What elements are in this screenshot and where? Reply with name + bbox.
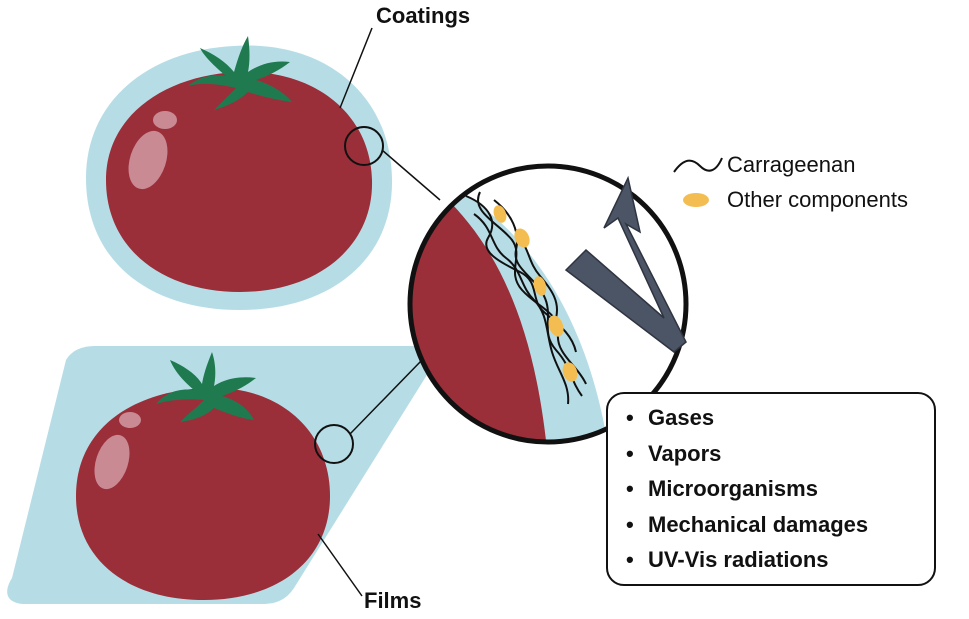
tomato-highlight bbox=[94, 434, 130, 490]
tomato-highlight bbox=[128, 130, 168, 190]
tomato-highlight bbox=[119, 412, 141, 428]
zoom-source-circle bbox=[344, 126, 384, 166]
barrier-item-label: Gases bbox=[648, 405, 715, 430]
zoom-connector-line bbox=[349, 359, 423, 435]
barrier-item: •Microorganisms bbox=[626, 476, 818, 501]
barrier-list: •Gases •Vapors •Microorganisms •Mechanic… bbox=[626, 400, 934, 578]
legend: Carrageenan Other components bbox=[673, 152, 908, 212]
zoom-connector-line bbox=[381, 149, 441, 201]
film-wrapped-tomato bbox=[7, 346, 435, 604]
barrier-item-label: Mechanical damages bbox=[648, 511, 869, 537]
zoom-source-circle bbox=[314, 424, 354, 464]
other-components-legend-label: Other components bbox=[727, 187, 908, 212]
carrageenan-legend-icon bbox=[673, 157, 723, 173]
coated-tomato bbox=[86, 36, 393, 311]
carrageenan-legend-label: Carrageenan bbox=[727, 152, 855, 177]
barrier-item: •UV-Vis radiations bbox=[626, 547, 829, 572]
tomato-leaves bbox=[188, 36, 292, 110]
barrier-arrow bbox=[564, 175, 687, 353]
films-pointer-line bbox=[317, 533, 363, 597]
barrier-item: •Mechanical damages bbox=[626, 511, 869, 537]
coatings-pointer-line bbox=[339, 27, 373, 109]
barrier-item-label: Vapors bbox=[648, 440, 722, 466]
barrier-item: •Gases bbox=[626, 405, 715, 430]
tomato-body bbox=[76, 387, 330, 600]
barrier-item-label: Microorganisms bbox=[648, 476, 818, 501]
tomato-highlight bbox=[153, 111, 177, 129]
films-label: Films bbox=[364, 588, 421, 613]
barrier-item-label: UV-Vis radiations bbox=[648, 547, 829, 572]
tomato-leaves bbox=[156, 352, 256, 422]
barrier-item: •Vapors bbox=[626, 440, 722, 466]
barrier-list-box: •Gases •Vapors •Microorganisms •Mechanic… bbox=[606, 392, 936, 586]
magnified-view bbox=[407, 163, 689, 445]
coatings-label: Coatings bbox=[376, 3, 470, 28]
other-components-legend-icon bbox=[683, 193, 709, 207]
other-components bbox=[493, 205, 578, 382]
